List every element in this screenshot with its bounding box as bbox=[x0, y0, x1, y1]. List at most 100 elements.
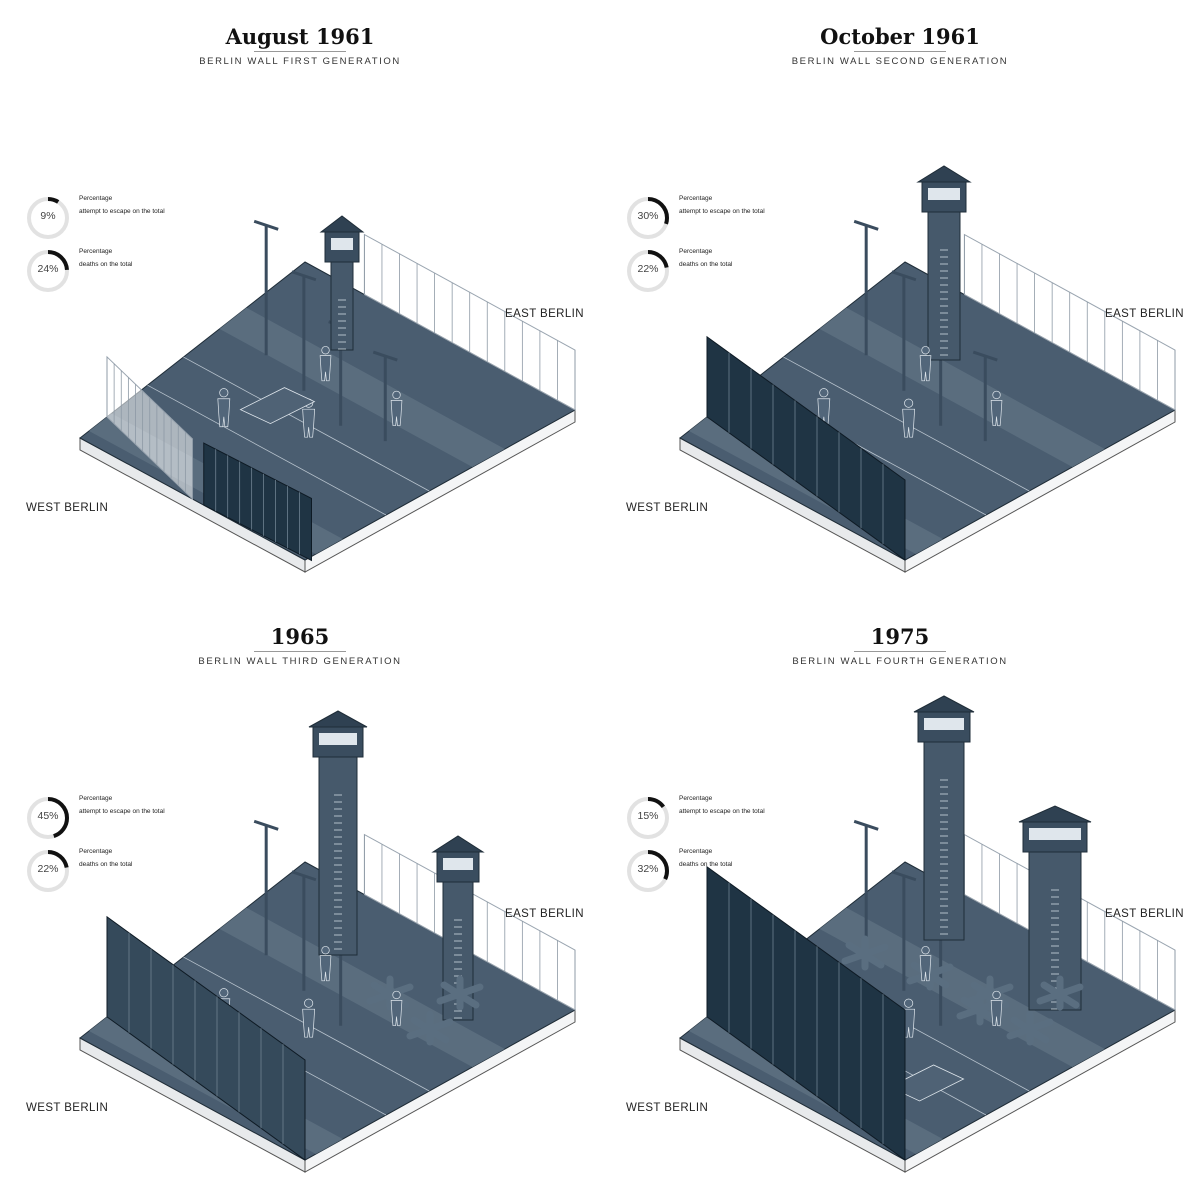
ring-fill bbox=[27, 797, 69, 839]
east-berlin-label: EAST BERLIN bbox=[505, 308, 584, 320]
watchtower-roof bbox=[916, 165, 972, 183]
stat-label-line1: Percentage bbox=[679, 795, 713, 802]
stat-label-line2: attempt to escape on the total bbox=[79, 808, 165, 815]
progress-ring bbox=[627, 197, 669, 239]
stat-label-line1: Percentage bbox=[679, 848, 713, 855]
stat-label-line1: Percentage bbox=[679, 195, 713, 202]
watchtower-roof bbox=[1018, 805, 1092, 823]
title-divider bbox=[854, 51, 946, 52]
lamp-head bbox=[853, 219, 879, 231]
soldier-figure bbox=[919, 955, 932, 982]
stat-label-line2: deaths on the total bbox=[679, 261, 733, 268]
soldier-figure bbox=[919, 355, 932, 382]
soldier-head bbox=[992, 390, 1001, 400]
soldier-head bbox=[819, 388, 829, 398]
ring-fill bbox=[627, 197, 669, 239]
watchtower-roof bbox=[308, 710, 368, 728]
lamp-head bbox=[891, 270, 917, 282]
ring-fill bbox=[27, 250, 69, 292]
soldier-head bbox=[992, 990, 1001, 1000]
concrete-watchtower bbox=[318, 754, 358, 956]
panel-october-1961: October 1961 BERLIN WALL SECOND GENERATI… bbox=[600, 0, 1200, 600]
soldier-figure bbox=[990, 400, 1003, 426]
patrol-road-line bbox=[147, 384, 387, 516]
west-berlin-label: WEST BERLIN bbox=[626, 502, 709, 514]
soldier-head bbox=[219, 988, 229, 998]
stat-escape-attempts: 9% Percentage attempt to escape on the t… bbox=[26, 195, 276, 242]
lamp-head bbox=[253, 819, 279, 831]
lamp-head bbox=[972, 350, 998, 362]
panel-subtitle: BERLIN WALL SECOND GENERATION bbox=[791, 56, 1009, 67]
stat-escape-attempts: 45% Percentage attempt to escape on the … bbox=[26, 795, 276, 842]
title-divider bbox=[254, 51, 346, 52]
west-berlin-label: WEST BERLIN bbox=[26, 1102, 109, 1114]
stat-label-line2: deaths on the total bbox=[679, 861, 733, 868]
stat-value: 9% bbox=[40, 210, 56, 222]
stat-value: 24% bbox=[37, 263, 59, 275]
soldier-figure bbox=[302, 408, 316, 438]
watchtower-roof bbox=[431, 835, 485, 853]
panel-subtitle: BERLIN WALL FIRST GENERATION bbox=[199, 56, 401, 67]
czech-hedgehog bbox=[1006, 1010, 1054, 1046]
square-watchtower bbox=[927, 209, 961, 361]
ring-fill bbox=[27, 197, 69, 239]
watchtower-roof bbox=[913, 695, 975, 713]
stat-value: 22% bbox=[637, 263, 659, 275]
soldier-head bbox=[921, 946, 930, 955]
czech-hedgehog bbox=[1036, 975, 1084, 1011]
stat-label-line1: Percentage bbox=[79, 795, 113, 802]
watchtower-window bbox=[331, 238, 353, 250]
stat-deaths: 32% Percentage deaths on the total bbox=[626, 848, 876, 895]
stat-label-line1: Percentage bbox=[79, 848, 113, 855]
concrete-watchtower bbox=[923, 739, 965, 941]
west-berlin-label: WEST BERLIN bbox=[26, 502, 109, 514]
czech-hedgehog bbox=[406, 1010, 454, 1046]
progress-ring bbox=[27, 197, 69, 239]
soldier-head bbox=[304, 998, 314, 1008]
soldier-head bbox=[321, 946, 330, 955]
watchtower-window bbox=[443, 858, 473, 870]
progress-ring bbox=[627, 250, 669, 292]
ring-fill bbox=[27, 850, 69, 892]
east-berlin-label: EAST BERLIN bbox=[505, 908, 584, 920]
jeep-vehicle bbox=[888, 1064, 965, 1102]
stat-escape-attempts: 30% Percentage attempt to escape on the … bbox=[626, 195, 876, 242]
panel-1975: 1975 BERLIN WALL FOURTH GENERATION 15% P… bbox=[600, 600, 1200, 1200]
panel-title: October 1961 bbox=[820, 24, 980, 49]
lamp-head bbox=[291, 870, 317, 882]
watchtower-roof bbox=[319, 215, 365, 233]
panel-august-1961: August 1961 BERLIN WALL FIRST GENERATION… bbox=[0, 0, 600, 600]
lamp-head bbox=[891, 870, 917, 882]
progress-ring bbox=[627, 850, 669, 892]
progress-ring bbox=[27, 850, 69, 892]
stat-label-line1: Percentage bbox=[79, 248, 113, 255]
stat-value: 32% bbox=[637, 863, 659, 875]
ring-fill bbox=[627, 850, 669, 892]
gravel-band bbox=[219, 307, 505, 467]
isometric-scene bbox=[679, 165, 1177, 573]
soldier-figure bbox=[902, 408, 916, 438]
stat-value: 15% bbox=[637, 810, 659, 822]
watchtower-window bbox=[924, 718, 964, 730]
panel-title: August 1961 bbox=[225, 24, 375, 49]
stat-value: 22% bbox=[37, 863, 59, 875]
progress-ring bbox=[27, 250, 69, 292]
lamp-head bbox=[253, 219, 279, 231]
stat-value: 30% bbox=[637, 210, 659, 222]
soldier-head bbox=[904, 998, 914, 1008]
watchtower-window bbox=[1029, 828, 1081, 840]
czech-hedgehog bbox=[436, 975, 484, 1011]
east-berlin-label: EAST BERLIN bbox=[1105, 908, 1184, 920]
soldier-head bbox=[392, 990, 401, 1000]
stat-deaths: 22% Percentage deaths on the total bbox=[26, 848, 276, 895]
title-divider bbox=[254, 651, 346, 652]
soldier-figure bbox=[217, 398, 231, 428]
stat-label-line1: Percentage bbox=[79, 195, 113, 202]
stat-deaths: 22% Percentage deaths on the total bbox=[626, 248, 876, 295]
soldier-head bbox=[321, 346, 330, 355]
isometric-scene bbox=[79, 710, 577, 1173]
panel-subtitle: BERLIN WALL FOURTH GENERATION bbox=[792, 656, 1008, 667]
isometric-scene bbox=[79, 215, 577, 573]
soldier-figure bbox=[302, 1008, 316, 1038]
soldier-figure bbox=[390, 1000, 403, 1026]
